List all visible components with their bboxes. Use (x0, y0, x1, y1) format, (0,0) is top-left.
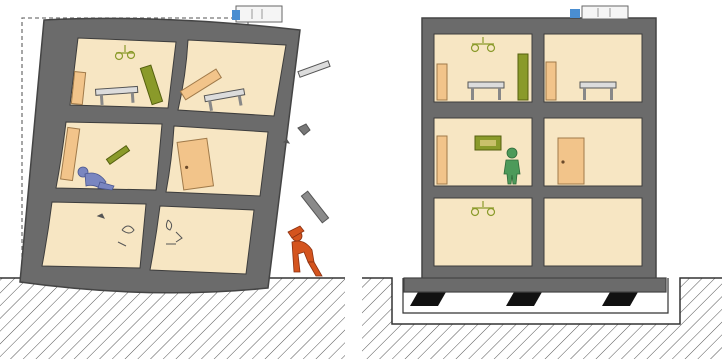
rooftop-ac-unit-icon (570, 6, 628, 19)
rooftop-ac-unit-icon (232, 6, 282, 22)
room-top-right (178, 40, 286, 116)
door-icon (177, 138, 213, 190)
bookshelf (437, 64, 447, 100)
bookshelf (437, 136, 447, 184)
left-panel (0, 6, 345, 359)
building-base-slab (404, 278, 666, 292)
right-panel (362, 6, 722, 359)
framed-picture-icon (475, 136, 501, 150)
room-bottom-right (544, 198, 642, 266)
bookshelf (546, 62, 556, 100)
room-bottom-left (42, 202, 146, 268)
room-bottom-right (150, 206, 254, 274)
person-shielding-head-icon (288, 226, 322, 276)
room-top-right (544, 34, 642, 102)
door-icon (558, 138, 584, 184)
cabinet (518, 54, 528, 100)
